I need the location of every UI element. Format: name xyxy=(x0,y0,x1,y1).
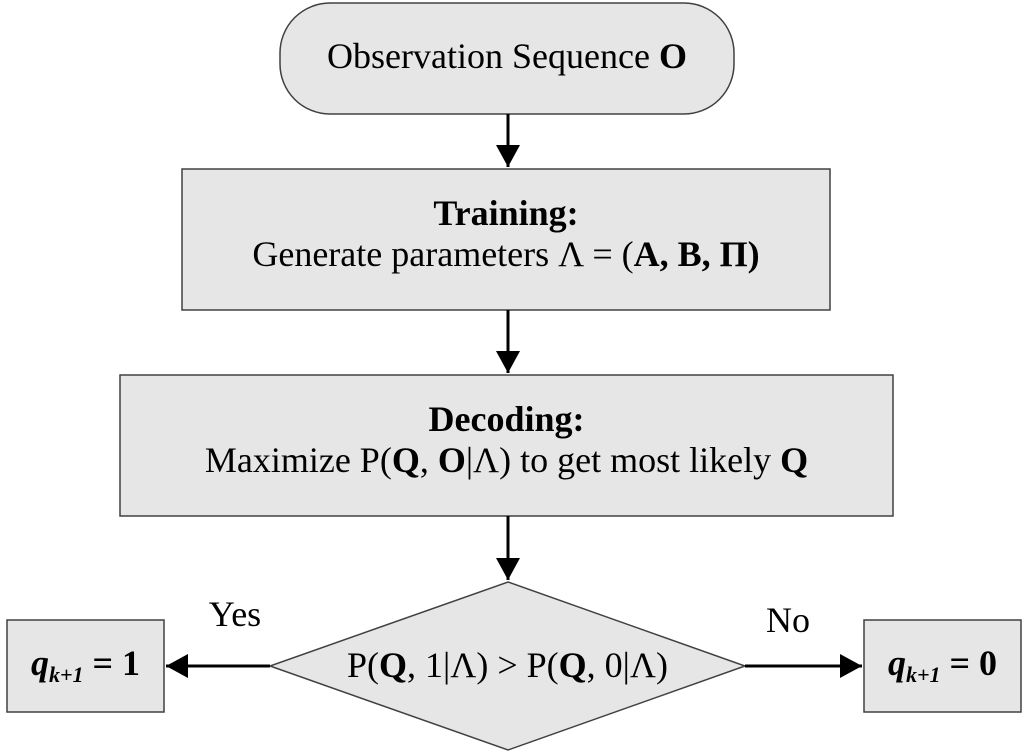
output-yes-shape xyxy=(6,619,165,713)
output-yes-label: qk+1 = 1 xyxy=(7,643,164,687)
decoding-q-result: Q xyxy=(780,440,809,481)
decoding-node-label: Decoding: Maximize P(Q, O|Λ) to get most… xyxy=(120,399,893,482)
decision-q1: Q xyxy=(379,645,408,685)
param-pi: Π xyxy=(719,234,748,275)
observation-node-label: Observation Sequence O xyxy=(280,36,734,77)
output-yes-sub: k+1 xyxy=(48,662,84,687)
training-description: Generate parameters Λ = (A, B, Π) xyxy=(182,234,830,275)
decision-diamond-shape xyxy=(267,581,748,751)
edge-label-yes: Yes xyxy=(208,594,262,634)
decoding-q: Q xyxy=(391,440,420,481)
output-no-var: q xyxy=(887,643,906,683)
output-no-shape xyxy=(863,619,1022,713)
training-process-shape xyxy=(181,168,831,311)
output-no-sub: k+1 xyxy=(905,662,941,687)
output-yes-var: q xyxy=(30,643,49,683)
training-node-label: Training: Generate parameters Λ = (A, B,… xyxy=(182,193,830,276)
observation-symbol: O xyxy=(658,36,687,76)
training-heading: Training: xyxy=(433,193,579,233)
param-b: B xyxy=(677,234,702,275)
edge-label-no: No xyxy=(766,600,810,640)
decoding-desc-prefix: Maximize P( xyxy=(204,440,392,481)
output-no-value: = 0 xyxy=(940,643,998,683)
param-close: ) xyxy=(747,234,760,275)
observation-text: Observation Sequence xyxy=(327,36,659,76)
output-yes-value: = 1 xyxy=(83,643,141,683)
param-sep-2: , xyxy=(701,234,720,275)
param-a: A xyxy=(633,234,660,275)
decoding-sep: , xyxy=(419,440,438,481)
decision-mid2: , 0|Λ) xyxy=(586,645,668,685)
param-sep-1: , xyxy=(659,234,678,275)
decoding-o: O xyxy=(437,440,466,481)
decoding-desc-mid: |Λ) to get most likely xyxy=(465,440,781,481)
decision-mid1: , 1|Λ) > P( xyxy=(407,645,559,685)
training-desc-prefix: Generate parameters Λ = ( xyxy=(252,234,634,275)
decoding-heading: Decoding: xyxy=(428,399,585,439)
decoding-description: Maximize P(Q, O|Λ) to get most likely Q xyxy=(120,440,893,481)
output-no-label: qk+1 = 0 xyxy=(864,643,1021,687)
decoding-process-shape xyxy=(119,374,894,517)
decision-q2: Q xyxy=(558,645,587,685)
decision-p1: P( xyxy=(347,645,380,685)
decision-node-label: P(Q, 1|Λ) > P(Q, 0|Λ) xyxy=(270,645,745,686)
